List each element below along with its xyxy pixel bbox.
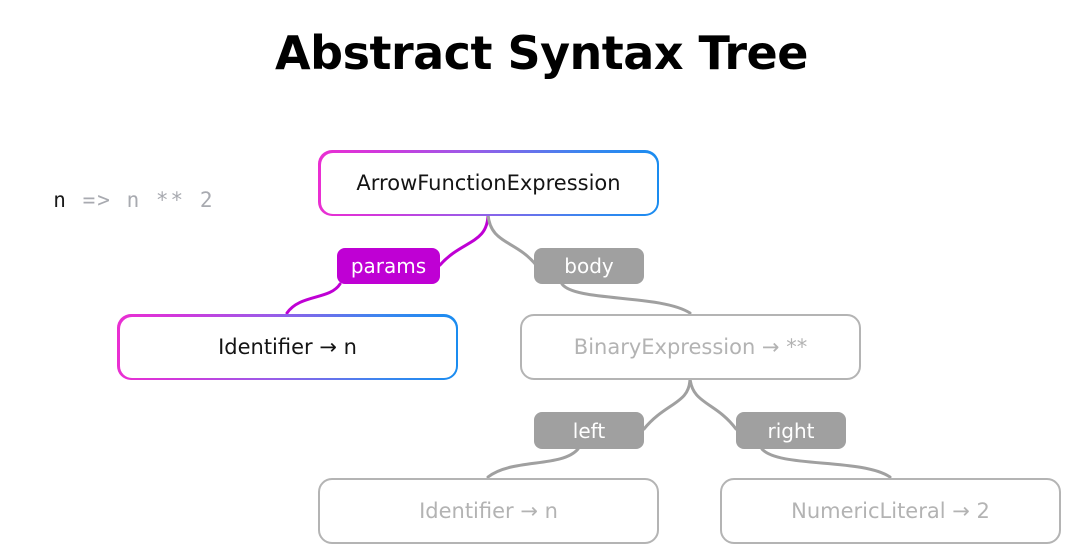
node-identifier-params-inner: Identifier → n	[119, 316, 456, 378]
code-token-numeric-2: 2	[199, 188, 215, 212]
code-token-space-3	[141, 188, 156, 212]
node-numeric-literal[interactable]: NumericLiteral → 2	[720, 478, 1061, 544]
node-binary-expression[interactable]: BinaryExpression → **	[520, 314, 861, 380]
node-binary-expression-label: BinaryExpression → **	[573, 334, 808, 359]
edge-root-to-body	[486, 212, 538, 267]
code-token-n-param: n	[53, 188, 68, 212]
node-identifier-left[interactable]: Identifier → n	[318, 478, 659, 544]
code-token-n-body: n	[126, 188, 142, 212]
page-title: Abstract Syntax Tree	[275, 26, 808, 80]
edge-label-right-text: right	[767, 418, 815, 443]
node-identifier-params[interactable]: Identifier → n	[117, 314, 458, 380]
edge-root-to-params	[438, 212, 490, 267]
edge-label-left[interactable]: left	[534, 412, 644, 449]
node-numeric-literal-label: NumericLiteral → 2	[791, 498, 990, 523]
edge-label-params[interactable]: params	[337, 248, 440, 284]
edge-label-params-text: params	[350, 254, 427, 278]
edge-label-left-text: left	[572, 418, 606, 443]
code-token-exponent-operator: **	[155, 188, 186, 212]
edge-left-to-identifier	[486, 447, 580, 479]
edge-label-body[interactable]: body	[534, 248, 644, 284]
edge-right-to-numericliteral	[760, 447, 892, 479]
node-identifier-left-label: Identifier → n	[419, 498, 558, 523]
code-token-space-1	[68, 188, 83, 212]
source-snippet: n => n ** 2	[24, 164, 214, 212]
edge-binaryexpression-to-left	[642, 376, 692, 431]
node-arrow-function-expression[interactable]: ArrowFunctionExpression	[318, 150, 659, 216]
code-token-space-2	[112, 188, 127, 212]
edge-binaryexpression-to-right	[688, 376, 738, 431]
code-token-space-4	[185, 188, 200, 212]
edge-label-body-text: body	[564, 254, 614, 278]
edge-params-to-identifier	[285, 282, 342, 315]
node-identifier-params-label: Identifier → n	[218, 334, 357, 359]
edge-body-to-binaryexpression	[560, 282, 692, 315]
node-arrow-function-expression-label: ArrowFunctionExpression	[356, 170, 621, 195]
code-token-arrow: =>	[82, 188, 112, 212]
node-arrow-function-expression-inner: ArrowFunctionExpression	[320, 152, 657, 214]
edge-label-right[interactable]: right	[736, 412, 846, 449]
